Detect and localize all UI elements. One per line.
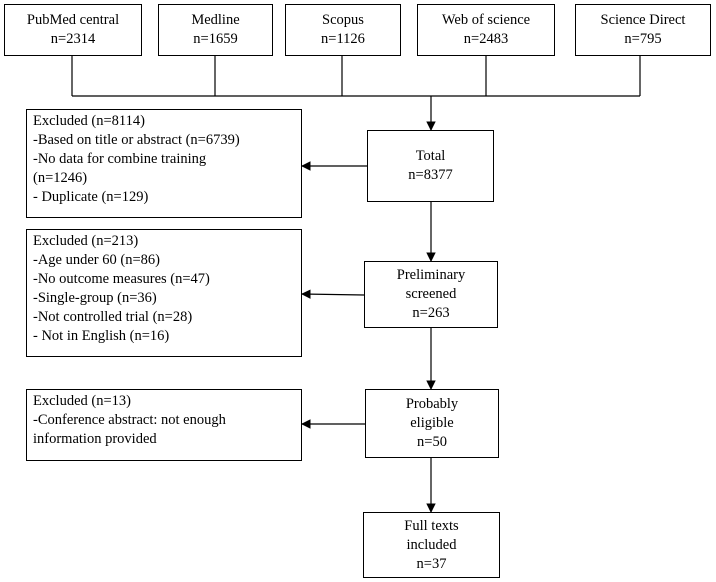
total-label: Total bbox=[415, 148, 446, 164]
source-name: Science Direct bbox=[600, 12, 686, 28]
full-texts-box: Full texts included n=37 bbox=[363, 512, 500, 578]
excluded-box-2: Excluded (n=213) -Age under 60 (n=86) -N… bbox=[26, 229, 302, 357]
source-name: Scopus bbox=[322, 12, 364, 28]
source-box-medline: Medline n=1659 bbox=[158, 4, 273, 56]
excluded-title: Excluded (n=213) bbox=[33, 233, 139, 249]
preliminary-label: Preliminary bbox=[396, 267, 466, 283]
source-count: n=2483 bbox=[463, 31, 509, 47]
excluded-reason: information provided bbox=[33, 431, 157, 447]
fulltext-count: n=37 bbox=[416, 555, 447, 572]
excluded-title: Excluded (n=8114) bbox=[33, 113, 145, 129]
arrow-to-excluded2 bbox=[301, 289, 365, 299]
source-box-web-of-science: Web of science n=2483 bbox=[417, 4, 555, 56]
excluded-box-3: Excluded (n=13) -Conference abstract: no… bbox=[26, 389, 302, 461]
excluded-reason: -No data for combine training bbox=[33, 151, 207, 167]
preliminary-count: n=263 bbox=[412, 305, 450, 321]
source-count: n=1659 bbox=[193, 31, 238, 47]
probably-label: eligible bbox=[410, 415, 454, 431]
source-box-scopus: Scopus n=1126 bbox=[285, 4, 401, 56]
fulltext-label: included bbox=[406, 536, 457, 553]
excluded-reason: -Age under 60 (n=86) bbox=[33, 252, 160, 268]
source-box-science-direct: Science Direct n=795 bbox=[575, 4, 711, 56]
excluded-box-1: Excluded (n=8114) -Based on title or abs… bbox=[26, 109, 302, 218]
source-box-pubmed: PubMed central n=2314 bbox=[4, 4, 142, 56]
excluded-title: Excluded (n=13) bbox=[33, 393, 131, 409]
total-box: Total n=8377 bbox=[367, 130, 494, 202]
fulltext-label: Full texts bbox=[404, 517, 459, 534]
source-count: n=2314 bbox=[50, 31, 96, 47]
source-name: Medline bbox=[191, 12, 240, 28]
excluded-reason: -Conference abstract: not enough bbox=[33, 412, 226, 428]
probably-label: Probably bbox=[405, 396, 459, 412]
excluded-reason: - Duplicate (n=129) bbox=[33, 189, 149, 205]
excluded-reason: -No outcome measures (n=47) bbox=[33, 271, 210, 287]
source-count: n=1126 bbox=[321, 31, 365, 47]
source-name: PubMed central bbox=[26, 12, 120, 28]
excluded-reason: -Based on title or abstract (n=6739) bbox=[33, 132, 240, 148]
probably-count: n=50 bbox=[417, 434, 447, 450]
source-name: Web of science bbox=[441, 12, 531, 28]
excluded-reason: -Single-group (n=36) bbox=[33, 290, 157, 306]
probably-eligible-box: Probably eligible n=50 bbox=[365, 389, 499, 458]
source-count: n=795 bbox=[624, 31, 662, 47]
total-count: n=8377 bbox=[408, 167, 453, 183]
preliminary-box: Preliminary screened n=263 bbox=[364, 261, 498, 328]
excluded-reason: - Not in English (n=16) bbox=[33, 328, 170, 344]
excluded-reason: (n=1246) bbox=[33, 170, 88, 186]
excluded-reason: -Not controlled trial (n=28) bbox=[33, 309, 193, 325]
preliminary-label: screened bbox=[405, 286, 457, 302]
